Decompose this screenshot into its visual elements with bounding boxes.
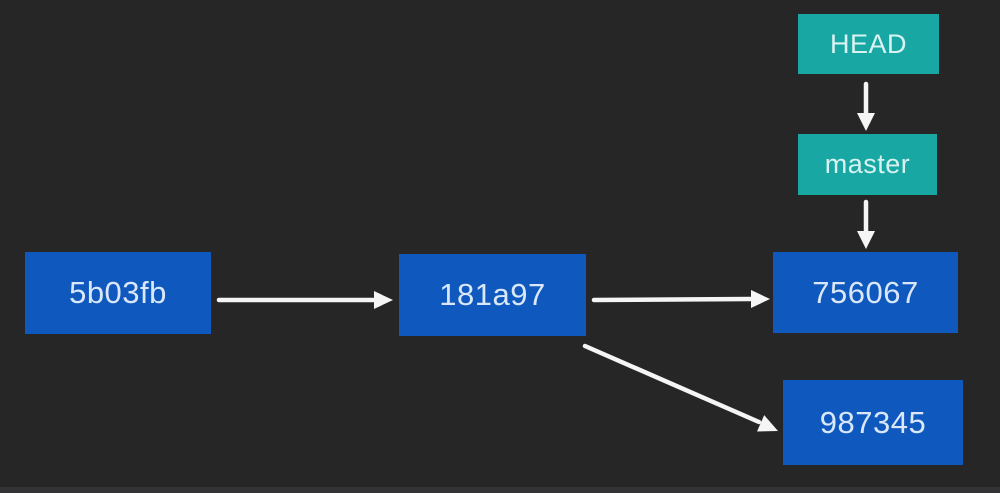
commit-node-756067: 756067 — [773, 252, 958, 333]
commit-label-5b03fb: 5b03fb — [69, 275, 167, 310]
commit-node-181a97: 181a97 — [399, 254, 586, 336]
arrow-181a97-to-756067 — [591, 290, 770, 308]
ref-label-head: HEAD — [829, 28, 907, 59]
commit-node-5b03fb: 5b03fb — [25, 252, 211, 334]
bottom-edge-strip — [0, 487, 1000, 493]
commit-label-987345: 987345 — [819, 404, 927, 440]
ref-node-master: master — [798, 134, 937, 195]
ref-label-master: master — [824, 149, 911, 179]
arrow-181a97-to-987345 — [582, 343, 778, 432]
commit-label-181a97: 181a97 — [439, 277, 546, 312]
ref-node-head: HEAD — [798, 14, 939, 74]
arrow-master-to-756067 — [857, 199, 875, 249]
commit-label-756067: 756067 — [812, 274, 919, 310]
arrow-5b03fb-to-181a97 — [216, 291, 393, 309]
arrow-head-to-master — [857, 81, 875, 131]
commit-node-987345: 987345 — [783, 380, 963, 465]
